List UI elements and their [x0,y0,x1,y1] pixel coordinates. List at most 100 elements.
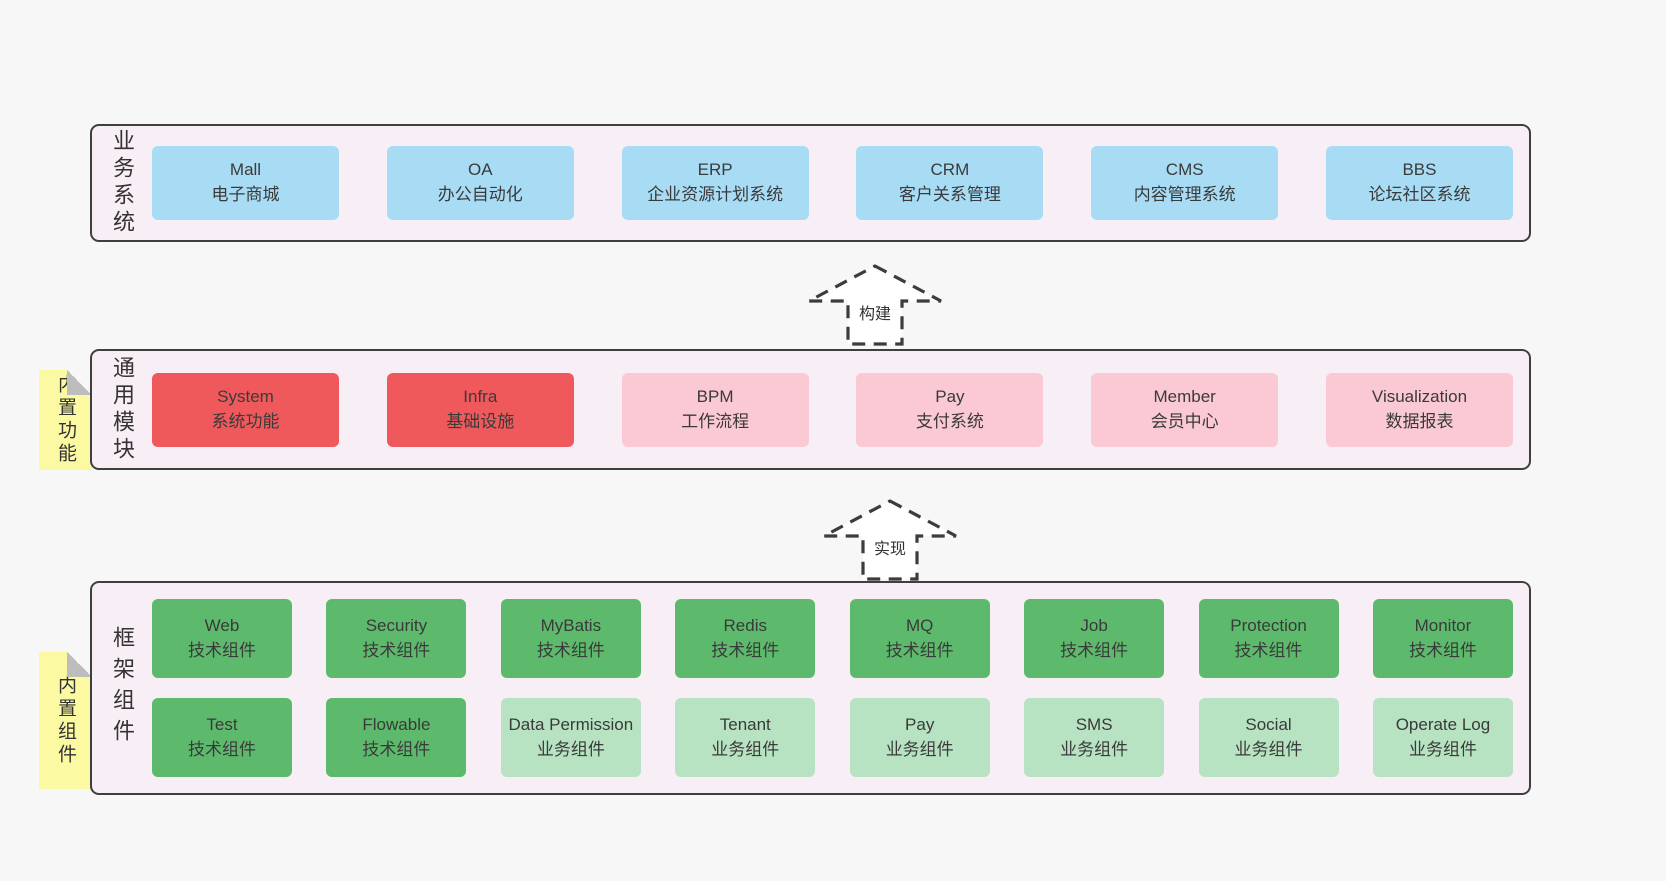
module-box-data-permission: Data Permission 业务组件 [500,698,641,777]
module-desc-bbs: 论坛社区系统 [1368,185,1471,204]
module-name-visualization: Visualization [1371,386,1468,406]
sticky-note-built-in-components: 内置组件 [39,652,92,789]
module-name-infra: Infra [463,386,498,406]
module-name-cms: CMS [1165,160,1204,180]
module-name-tenant: Tenant [719,714,771,734]
module-box-web: Web 技术组件 [152,599,292,678]
module-name-pay: Pay [935,386,965,406]
module-name-test: Test [206,714,238,734]
module-name-erp: ERP [697,160,733,180]
module-desc-mq: 技术组件 [885,640,954,660]
module-name-monitor: Monitor [1414,615,1472,635]
tier-label-framework-components: 框架组件 [110,626,135,750]
tier-label-common-modules: 通用模块 [110,355,135,464]
module-desc-pay: 业务组件 [885,739,954,759]
module-name-crm: CRM [930,160,970,180]
module-box-bbs: BBS 论坛社区系统 [1325,146,1513,220]
module-desc-mall: 电子商城 [211,185,280,204]
module-desc-flowable: 技术组件 [362,739,431,759]
module-name-job: Job [1080,615,1108,635]
module-desc-redis: 技术组件 [711,640,780,660]
tier-common-modules: 通用模块 System 系统功能 Infra 基础设施 BPM 工作流程 Pay 支付系统 Me… [90,349,1531,470]
module-box-infra: Infra 基础设施 [386,372,574,447]
module-desc-sms: 业务组件 [1060,739,1129,759]
module-box-oa: OA 办公自动化 [386,146,574,220]
module-box-system: System 系统功能 [152,372,339,447]
module-desc-cms: 内容管理系统 [1133,185,1236,204]
tier-boxes-modules: System 系统功能 Infra 基础设施 BPM 工作流程 Pay 支付系统 Member 会… [152,351,1529,468]
module-name-bbs: BBS [1402,160,1437,180]
module-desc-tenant: 业务组件 [711,739,780,759]
module-name-system: System [217,386,274,406]
module-box-pay: Pay 支付系统 [856,372,1044,447]
sticky-note-built-in-features: 内置功能 [39,370,92,470]
module-name-social: Social [1245,714,1292,734]
module-name-member: Member [1153,386,1216,406]
module-desc-social: 业务组件 [1234,739,1303,759]
module-name-flowable: Flowable [362,714,431,734]
module-name-protection: Protection [1230,615,1307,635]
box-row: Mall 电子商城 OA 办公自动化 ERP 企业资源计划系统 CRM 客户关系管理 CMS 内容… [152,146,1513,220]
module-name-bpm: BPM [696,386,734,406]
module-box-visualization: Visualization 数据报表 [1325,372,1513,447]
module-desc-visualization: 数据报表 [1385,411,1454,431]
module-desc-security: 技术组件 [362,640,431,660]
module-desc-web: 技术组件 [188,640,256,660]
module-box-mq: MQ 技术组件 [849,599,990,678]
module-name-sms: SMS [1075,714,1113,734]
module-box-mall: Mall 电子商城 [152,146,339,220]
module-box-redis: Redis 技术组件 [675,599,816,678]
module-desc-monitor: 技术组件 [1408,640,1477,660]
module-box-erp: ERP 企业资源计划系统 [621,146,809,220]
module-desc-pay: 支付系统 [915,411,984,431]
module-desc-oa: 办公自动化 [437,185,523,204]
module-name-mq: MQ [905,615,934,635]
module-desc-operate-log: 业务组件 [1408,739,1477,759]
module-desc-protection: 技术组件 [1234,640,1303,660]
module-box-cms: CMS 内容管理系统 [1091,146,1279,220]
tier-label-business-systems: 业务系统 [110,129,135,237]
module-name-security: Security [365,615,428,635]
arrow-implement: 实现 [820,498,960,582]
tier-boxes-business: Mall 电子商城 OA 办公自动化 ERP 企业资源计划系统 CRM 客户关系管理 CMS 内容… [152,126,1529,240]
module-box-job: Job 技术组件 [1024,599,1165,678]
module-desc-job: 技术组件 [1060,640,1129,660]
module-box-tenant: Tenant 业务组件 [675,698,816,777]
module-box-social: Social 业务组件 [1198,698,1339,777]
module-box-member: Member 会员中心 [1091,372,1279,447]
module-box-mybatis: MyBatis 技术组件 [500,599,641,678]
module-desc-crm: 客户关系管理 [898,185,1001,204]
module-desc-data-permission: 业务组件 [536,739,605,759]
module-name-mall: Mall [229,160,262,180]
module-name-mybatis: MyBatis [540,615,602,635]
module-desc-erp: 企业资源计划系统 [647,185,784,204]
module-name-web: Web [204,615,240,635]
module-box-operate-log: Operate Log 业务组件 [1372,698,1513,777]
module-box-bpm: BPM 工作流程 [621,372,809,447]
module-name-pay: Pay [905,714,935,734]
module-name-redis: Redis [723,615,767,635]
module-box-test: Test 技术组件 [152,698,292,777]
module-box-security: Security 技术组件 [326,599,467,678]
module-name-oa: OA [468,160,493,180]
arrow-build-label: 构建 [855,299,895,325]
module-desc-bpm: 工作流程 [681,411,750,431]
tier-business-systems: 业务系统 Mall 电子商城 OA 办公自动化 ERP 企业资源计划系统 CRM 客户关系管理… [90,124,1531,242]
module-box-protection: Protection 技术组件 [1198,599,1339,678]
module-box-sms: SMS 业务组件 [1024,698,1165,777]
module-desc-mybatis: 技术组件 [536,640,605,660]
module-box-monitor: Monitor 技术组件 [1372,599,1513,678]
module-desc-system: 系统功能 [211,411,280,431]
module-name-data-permission: Data Permission [508,714,634,734]
module-desc-member: 会员中心 [1150,411,1219,431]
module-box-pay: Pay 业务组件 [849,698,990,777]
module-desc-infra: 基础设施 [446,411,515,431]
arrow-build: 构建 [805,263,945,347]
module-box-flowable: Flowable 技术组件 [326,698,467,777]
module-name-operate-log: Operate Log [1395,714,1491,734]
module-desc-test: 技术组件 [188,739,256,759]
